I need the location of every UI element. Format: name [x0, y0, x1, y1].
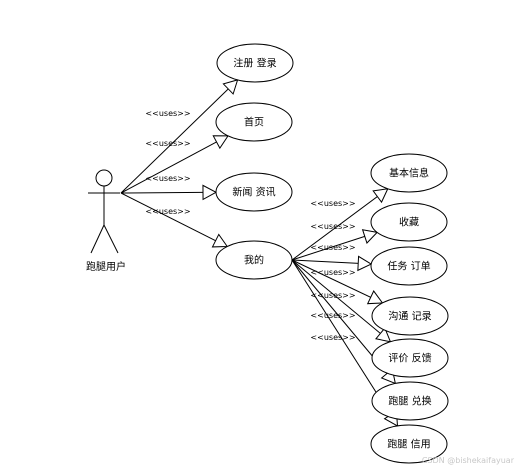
uses-label-favorites: <<uses>> [310, 222, 355, 231]
use-case-label: 沟通 记录 [388, 310, 431, 323]
connector-line [291, 231, 378, 261]
use-case-ellipse [215, 172, 293, 212]
actor-label: 跑腿用户 [86, 260, 126, 273]
use-case-ellipse [216, 43, 294, 83]
use-case-label: 基本信息 [389, 167, 429, 180]
connector-line [291, 188, 389, 261]
connector-arrowhead [357, 255, 373, 272]
use-case-label: 我的 [244, 254, 264, 267]
connector-actor-home [120, 135, 229, 194]
connector-line [120, 135, 229, 194]
connector-line [120, 79, 238, 194]
use-case-ellipse [371, 381, 449, 421]
use-case-ellipse [370, 153, 448, 193]
connector-line [291, 259, 391, 343]
actor-left-leg [90, 224, 105, 254]
use-case-ellipse [371, 338, 449, 378]
use-case-ellipse [370, 246, 448, 286]
connector-mine-favorites [291, 229, 379, 261]
use-case-basic_info[interactable]: 基本信息 [370, 153, 448, 193]
uses-label-task_orders: <<uses>> [310, 243, 355, 252]
connector-arrowhead [212, 135, 229, 150]
use-case-errand_redeem[interactable]: 跑腿 兑换 [371, 381, 449, 421]
use-case-errand_credit[interactable]: 跑腿 信用 [370, 424, 448, 464]
use-case-news[interactable]: 新闻 资讯 [215, 172, 293, 212]
connector-arrowhead [375, 327, 392, 343]
use-case-task_orders[interactable]: 任务 订单 [370, 246, 448, 286]
use-case-ellipse [370, 202, 448, 242]
use-case-ellipse [370, 424, 448, 464]
connector-actor-news [120, 184, 218, 201]
use-case-label: 任务 订单 [387, 260, 430, 273]
use-case-label: 收藏 [399, 216, 419, 229]
use-case-label: 注册 登录 [233, 57, 276, 70]
uses-label-mine: <<uses>> [145, 207, 190, 216]
uses-label-basic_info: <<uses>> [310, 199, 355, 208]
uses-label-errand_redeem: <<uses>> [310, 311, 355, 320]
connector-line [120, 192, 228, 247]
use-case-mine[interactable]: 我的 [215, 240, 293, 280]
connector-line [291, 259, 383, 304]
use-case-label: 跑腿 信用 [387, 438, 430, 451]
use-case-ellipse [215, 102, 293, 142]
use-case-register_login[interactable]: 注册 登录 [216, 43, 294, 83]
connector-arrowhead [202, 184, 218, 201]
connector-mine-feedback [291, 259, 392, 343]
uses-label-home: <<uses>> [145, 139, 190, 148]
connector-arrowhead [361, 229, 379, 244]
connector-arrowhead [366, 290, 384, 305]
use-case-ellipse [371, 296, 449, 336]
connector-line [120, 191, 217, 194]
connector-actor-register_login [120, 79, 239, 194]
connector-mine-chat_records [291, 259, 384, 305]
connector-mine-task_orders [291, 255, 373, 272]
connector-arrowhead [211, 233, 229, 248]
use-case-label: 首页 [244, 116, 264, 129]
uses-label-news: <<uses>> [145, 174, 190, 183]
actor-right-leg [103, 224, 119, 254]
actor-figure [88, 169, 120, 254]
use-case-feedback[interactable]: 评价 反馈 [371, 338, 449, 378]
use-case-label: 跑腿 兑换 [388, 395, 431, 408]
connectors: <<uses>> <<uses>> <<uses>> <<uses>> <<uses>>… [120, 79, 399, 427]
connector-actor-mine [120, 192, 229, 248]
use-case-chat_records[interactable]: 沟通 记录 [371, 296, 449, 336]
use-case-label: 新闻 资讯 [232, 186, 275, 199]
use-case-ellipse [215, 240, 293, 280]
use-case-label: 评价 反馈 [388, 352, 431, 365]
actor-head [95, 169, 113, 187]
use-case-favorites[interactable]: 收藏 [370, 202, 448, 242]
uses-label-register_login: <<uses>> [145, 109, 190, 118]
connector-mine-basic_info [291, 188, 389, 261]
uses-label-chat_records: <<uses>> [310, 268, 355, 277]
connector-arrowhead [372, 188, 389, 204]
watermark: CSDN @bishekaifayuar [422, 456, 515, 465]
uses-label-feedback: <<uses>> [310, 291, 355, 300]
use-case-home[interactable]: 首页 [215, 102, 293, 142]
connector-arrowhead [222, 79, 239, 95]
uses-label-errand_credit: <<uses>> [310, 333, 355, 342]
